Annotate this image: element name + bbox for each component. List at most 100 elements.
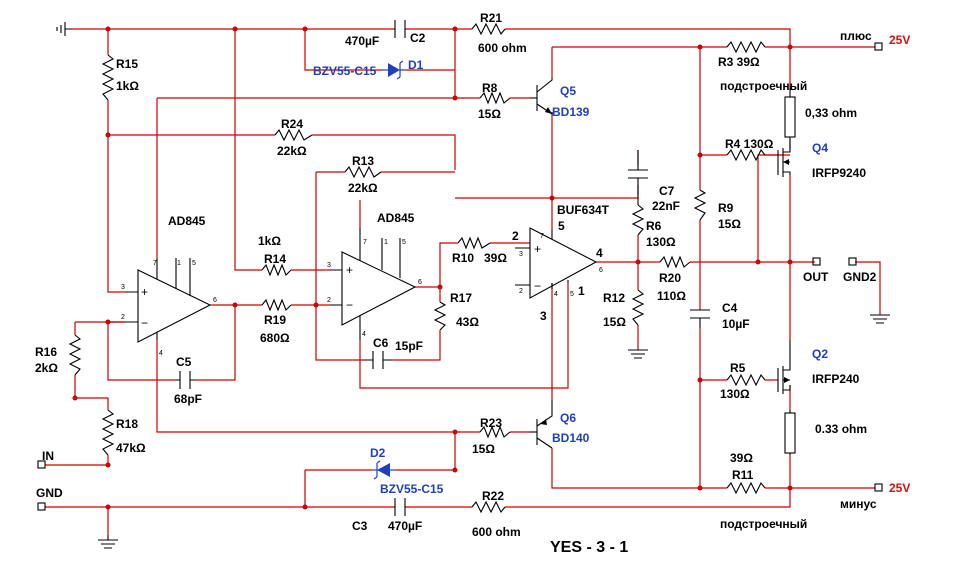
opamp-u1: + −	[125, 258, 212, 343]
plus-label: плюс	[840, 29, 872, 43]
u3-pin7-small: 7	[540, 233, 544, 240]
r6-name: R6	[646, 219, 662, 233]
ground-symbol-top	[56, 22, 72, 36]
ground-symbol-gnd2	[870, 314, 890, 324]
r12-value: 15Ω	[603, 315, 626, 329]
q4-name: Q4	[812, 141, 828, 155]
resistor-r3	[726, 40, 766, 54]
c5-value: 68pF	[174, 392, 202, 406]
plus-voltage: 25V	[889, 33, 910, 47]
r20-name: R20	[659, 271, 681, 285]
terminal-minus[interactable]	[874, 483, 883, 492]
resistor-r13	[344, 165, 382, 179]
gnd-label: GND	[36, 486, 63, 500]
r19-value: 680Ω	[260, 331, 290, 345]
d1-part: BZV55-C15	[313, 64, 377, 78]
resistor-r12	[631, 289, 645, 326]
r24-value: 22kΩ	[277, 144, 307, 158]
u2-pin6: 6	[418, 279, 422, 286]
u3-pin6-small: 6	[599, 267, 603, 274]
u2-pin3: 3	[327, 262, 331, 269]
d2-name: D2	[370, 446, 386, 460]
capacitor-c5	[175, 371, 195, 389]
zener-diode-d1	[382, 60, 405, 80]
u2-pin1: 1	[384, 239, 388, 246]
r22-value: 600 ohm	[472, 525, 521, 539]
r22-name: R22	[482, 489, 504, 503]
schematic-title: YES - 3 - 1	[550, 539, 628, 556]
in-label: IN	[42, 449, 54, 463]
c3-name: C3	[352, 519, 368, 533]
terminal-in[interactable]	[37, 460, 46, 469]
u2-pin7: 7	[363, 239, 367, 246]
resistor-r18	[101, 409, 115, 456]
u3-pin1-label: 1	[578, 284, 585, 298]
c5-name: C5	[176, 355, 192, 369]
u2-name: AD845	[377, 211, 415, 225]
out-label: OUT	[803, 270, 829, 284]
q2-part: IRFP240	[812, 372, 860, 386]
q5-part: BD139	[552, 105, 590, 119]
u1-pin7: 7	[153, 260, 157, 267]
u3-pin2-small: 2	[519, 288, 523, 295]
shunt-bottom-value: 0.33 ohm	[815, 422, 867, 436]
resistor-r21	[471, 22, 506, 36]
r6-value: 130Ω	[646, 235, 676, 249]
c7-name: C7	[659, 184, 675, 198]
shunt-resistor-bottom	[784, 410, 796, 455]
q4-part: IRFP9240	[812, 166, 866, 180]
r8-value: 15Ω	[478, 107, 501, 121]
r9-value: 15Ω	[718, 217, 741, 231]
svg-text:+: +	[534, 242, 541, 256]
r19-name: R19	[264, 313, 286, 327]
resistor-r9	[693, 189, 707, 221]
terminal-gnd2[interactable]	[848, 257, 857, 266]
buffer-u3: + −	[515, 227, 598, 299]
u3-pin2-label: 2	[512, 229, 519, 243]
c2-name: C2	[410, 31, 426, 45]
u1-pin6: 6	[213, 297, 217, 304]
mosfet-q4	[777, 140, 791, 177]
c4-name: C4	[722, 301, 738, 315]
r5-name: R5	[730, 361, 746, 375]
r18-name: R18	[116, 417, 138, 431]
zener-diode-d2	[372, 460, 395, 480]
r14-value: 1kΩ	[258, 234, 281, 248]
resistor-r6	[631, 185, 645, 236]
capacitor-c7	[628, 150, 648, 185]
resistor-r4	[726, 148, 766, 162]
r12-name: R12	[603, 291, 625, 305]
resistor-r20	[659, 255, 691, 269]
r21-value: 600 ohm	[478, 41, 527, 55]
resistor-r17	[433, 301, 447, 331]
u3-pin3-label: 3	[540, 309, 547, 323]
u1-pin3: 3	[121, 284, 125, 291]
svg-text:+: +	[346, 263, 353, 277]
opamp-u2: + −	[330, 228, 417, 340]
r23-value: 15Ω	[472, 442, 495, 456]
capacitor-c6	[365, 351, 392, 369]
r10-value: 39Ω	[484, 251, 507, 265]
terminal-out[interactable]	[812, 257, 821, 266]
terminal-gnd[interactable]	[37, 502, 46, 511]
u1-pin2: 2	[121, 314, 125, 321]
resistor-r5	[726, 373, 766, 387]
u2-pin2: 2	[327, 297, 331, 304]
mosfet-q2	[777, 340, 791, 394]
u1-pin1: 1	[177, 260, 181, 267]
terminal-plus[interactable]	[874, 42, 883, 51]
r20-value: 110Ω	[657, 289, 686, 303]
wires	[45, 28, 881, 535]
gnd2-label: GND2	[843, 270, 877, 284]
u2-pin4: 4	[362, 331, 366, 338]
trim-label-top: подстроечный	[720, 79, 807, 93]
c6-value: 15pF	[395, 339, 423, 353]
r11-value: 39Ω	[730, 451, 753, 465]
q6-name: Q6	[560, 411, 576, 425]
u3-pin3-small: 3	[519, 251, 523, 258]
q5-name: Q5	[560, 84, 576, 98]
c3-value: 470µF	[388, 519, 422, 533]
resistor-r22	[471, 500, 506, 514]
r5-value: 130Ω	[720, 387, 750, 401]
